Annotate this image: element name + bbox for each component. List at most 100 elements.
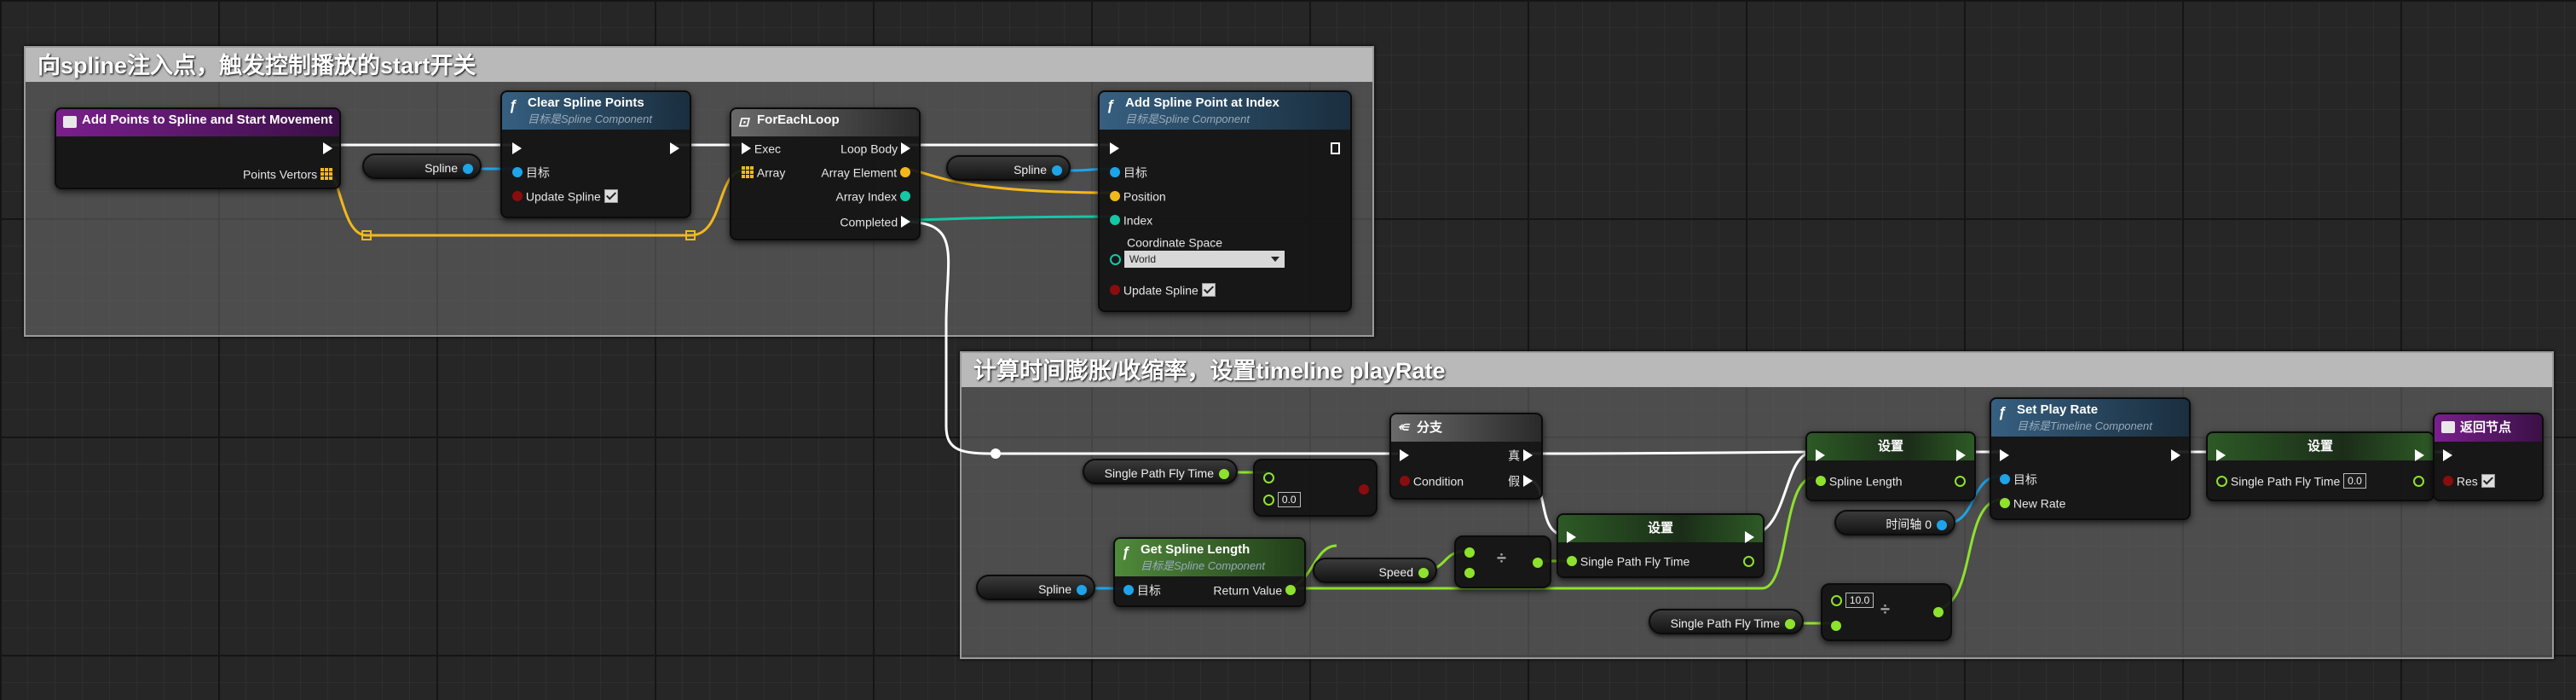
fly-time-variable-getter[interactable]: Single Path Fly Time (1649, 609, 1804, 634)
getter-label: Spline (1014, 163, 1047, 176)
exec-out-pin[interactable] (670, 140, 679, 155)
branch-node[interactable]: ⥺ 分支 真 Condition 假 (1389, 413, 1543, 500)
float-in-pin[interactable]: 10.0 (1831, 592, 1874, 609)
target-pin[interactable]: 目标 (1123, 581, 1161, 598)
divide-node[interactable]: 10.0 ÷ (1821, 583, 1952, 641)
index-pin[interactable]: Index (1110, 211, 1152, 228)
array-index-pin[interactable]: Array Index (836, 188, 910, 204)
pin-label: Spline Length (1828, 474, 1903, 489)
fly-time-out-pin[interactable] (2413, 472, 2424, 488)
float-pin-icon (1831, 621, 1841, 632)
exec-in-pin[interactable] (2443, 447, 2452, 462)
target-pin[interactable]: 目标 (1110, 164, 1147, 180)
set-fly-time-node[interactable]: 设置 Single Path Fly Time (1557, 513, 1765, 578)
exec-in-pin[interactable] (1816, 447, 1825, 462)
exec-out-pin[interactable] (2171, 447, 2180, 462)
exec-in-pin[interactable] (1567, 529, 1576, 544)
spline-variable-getter[interactable]: Spline (362, 153, 482, 179)
float-in-pin[interactable]: 0.0 (1263, 491, 1301, 508)
reroute-node[interactable] (361, 230, 372, 240)
loop-body-pin[interactable]: Loop Body (840, 140, 910, 156)
exec-out-pin[interactable] (1331, 140, 1340, 155)
object-pin-icon (512, 167, 523, 178)
add-spline-point-node[interactable]: ƒ Add Spline Point at Index 目标是Spline Co… (1098, 90, 1352, 312)
fly-time-out-pin[interactable] (1743, 552, 1754, 568)
set-fly-time-node[interactable]: 设置 Single Path Fly Time 0.0 (2206, 431, 2434, 501)
update-spline-pin[interactable]: Update Spline (512, 188, 618, 204)
foreach-loop-node[interactable]: ⊡ ForEachLoop Exec Loop Body Array Array… (730, 107, 921, 240)
exec-pin-icon (670, 142, 679, 155)
set-play-rate-node[interactable]: ƒ Set Play Rate 目标是Timeline Component 目标… (1990, 397, 2191, 520)
fly-time-pin[interactable]: Single Path Fly Time (1567, 552, 1689, 569)
exec-in-pin[interactable] (512, 140, 522, 155)
res-pin[interactable]: Res (2443, 472, 2495, 489)
reroute-node[interactable] (685, 230, 696, 240)
return-value-pin[interactable]: Return Value (1213, 581, 1296, 598)
exec-pin-icon (1523, 449, 1533, 462)
exec-in-pin[interactable] (1400, 447, 1409, 462)
array-in-pin[interactable]: Array (742, 164, 785, 180)
spline-length-pin[interactable]: Spline Length (1816, 472, 1903, 489)
fly-time-pin[interactable]: Single Path Fly Time 0.0 (2216, 472, 2366, 489)
compare-value[interactable]: 0.0 (1277, 492, 1301, 508)
bool-out-pin[interactable] (1359, 481, 1369, 496)
float-in-pin[interactable] (1464, 564, 1475, 580)
float-out-pin[interactable] (1933, 604, 1944, 619)
completed-pin[interactable]: Completed (840, 213, 910, 229)
position-pin[interactable]: Position (1110, 188, 1166, 204)
spline-variable-getter[interactable]: Spline (946, 155, 1071, 181)
array-element-pin[interactable]: Array Element (821, 164, 910, 180)
condition-pin[interactable]: Condition (1400, 472, 1464, 489)
fly-time-variable-getter[interactable]: Single Path Fly Time (1083, 459, 1238, 484)
spline-variable-getter[interactable]: Spline (976, 575, 1095, 600)
get-spline-length-node[interactable]: ƒ Get Spline Length 目标是Spline Component … (1113, 537, 1306, 607)
fly-time-value[interactable]: 0.0 (2343, 473, 2366, 489)
exec-in-pin[interactable] (2000, 447, 2009, 462)
points-vertors-pin[interactable]: Points Vertors (243, 165, 332, 182)
res-checkbox[interactable] (2481, 474, 2495, 489)
update-spline-pin[interactable]: Update Spline (1110, 281, 1216, 298)
integer-pin-icon (900, 191, 910, 202)
exec-out-pin[interactable] (2415, 447, 2424, 462)
target-pin[interactable]: 目标 (2000, 471, 2037, 487)
true-pin[interactable]: 真 (1508, 447, 1533, 463)
float-out-pin[interactable] (1533, 554, 1543, 570)
exec-in-pin[interactable]: Exec (742, 140, 781, 156)
update-spline-checkbox[interactable] (1201, 283, 1216, 298)
divide-node[interactable]: ÷ (1454, 535, 1551, 588)
float-in-pin[interactable] (1464, 544, 1475, 559)
reroute-node[interactable] (991, 448, 1001, 459)
false-pin[interactable]: 假 (1508, 472, 1533, 489)
node-subtitle: 目标是Spline Component (1141, 559, 1265, 572)
update-spline-checkbox[interactable] (604, 189, 618, 204)
event-icon (63, 116, 77, 128)
divisor-value[interactable]: 10.0 (1845, 593, 1874, 609)
pin-label: Single Path Fly Time (2230, 474, 2341, 489)
pin-label: 目标 (2013, 472, 2037, 487)
timeline-variable-getter[interactable]: 时间轴 0 (1834, 510, 1955, 535)
target-pin[interactable]: 目标 (512, 164, 550, 180)
float-in-pin[interactable] (1263, 469, 1274, 484)
exec-out-pin[interactable] (1956, 447, 1966, 462)
new-rate-pin[interactable]: New Rate (2000, 495, 2065, 511)
exec-in-pin[interactable] (2216, 447, 2226, 462)
pin-label: 假 (1508, 474, 1521, 489)
coordinate-space-pin[interactable]: World (1110, 251, 1285, 268)
exec-pin-icon (901, 142, 910, 155)
float-in-pin[interactable] (1831, 617, 1841, 633)
equal-node[interactable]: 0.0 (1253, 459, 1378, 517)
coordinate-space-label: Coordinate Space (1127, 234, 1222, 250)
event-node-add-points[interactable]: Add Points to Spline and Start Movement … (55, 107, 341, 189)
spline-length-out-pin[interactable] (1955, 472, 1966, 488)
clear-spline-points-node[interactable]: ƒ Clear Spline Points 目标是Spline Componen… (500, 90, 691, 218)
float-pin-icon (1464, 568, 1475, 579)
getter-label: Spline (425, 161, 458, 175)
float-pin-icon (1955, 475, 1966, 487)
exec-out-pin[interactable] (323, 140, 332, 155)
exec-in-pin[interactable] (1110, 140, 1119, 155)
coordinate-space-dropdown[interactable]: World (1123, 251, 1285, 268)
speed-variable-getter[interactable]: Speed (1313, 558, 1437, 583)
return-node[interactable]: 返回节点 Res (2433, 413, 2544, 501)
exec-out-pin[interactable] (1745, 529, 1754, 544)
set-spline-length-node[interactable]: 设置 Spline Length (1805, 431, 1976, 501)
